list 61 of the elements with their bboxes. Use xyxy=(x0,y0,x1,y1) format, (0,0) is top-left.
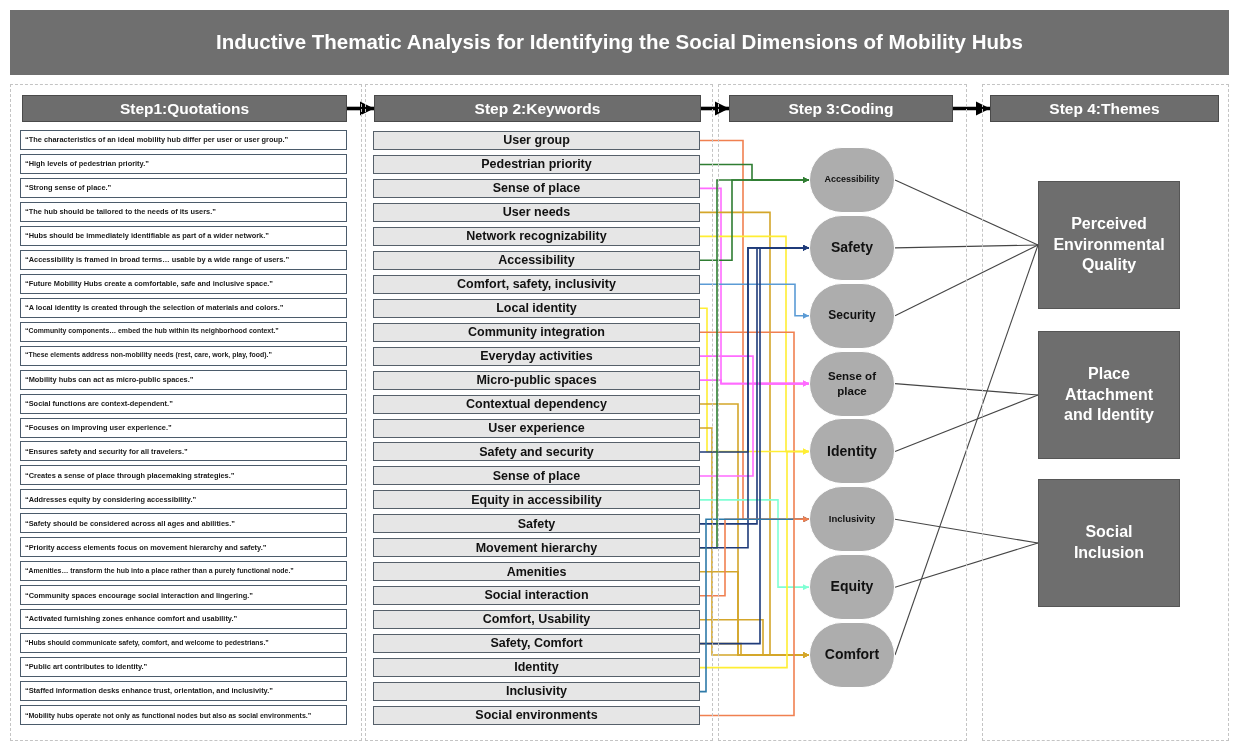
code-label: Safety xyxy=(831,239,873,257)
theme-label: Social Inclusion xyxy=(1072,522,1146,563)
keyword-box: Safety, Comfort xyxy=(373,634,700,654)
step-header: Step 4:Themes xyxy=(990,95,1219,122)
theme-label: Place Attachment and Identity xyxy=(1063,363,1155,426)
dashed-panel xyxy=(718,84,967,741)
arrow xyxy=(701,101,729,116)
connector-line xyxy=(894,383,1039,396)
code-label: Security xyxy=(828,308,876,324)
keyword-box: User group xyxy=(373,131,700,150)
connector-line xyxy=(894,179,1039,246)
keyword-box: Safety xyxy=(373,514,700,534)
keyword-box: Social interaction xyxy=(373,586,700,606)
code-label: Sense of place xyxy=(827,369,877,398)
keyword-box: User needs xyxy=(373,202,700,222)
code-label: Comfort xyxy=(824,646,880,664)
keyword-box: Sense of place xyxy=(373,466,700,486)
code-label: Identity xyxy=(827,442,877,461)
keyword-box: Comfort, safety, inclusivity xyxy=(373,274,700,294)
step-header: Step 2:Keywords xyxy=(374,95,701,122)
keyword-box: Network recognizability xyxy=(373,226,700,246)
keyword-box: User experience xyxy=(373,418,700,438)
theme-box xyxy=(1038,479,1180,607)
theme-box xyxy=(1038,181,1180,309)
code-label: Inclusivity xyxy=(828,513,876,526)
code-label: Accessibility xyxy=(824,174,880,186)
dashed-panel xyxy=(365,84,713,741)
theme-label: Perceived Environmental Quality xyxy=(1053,213,1165,276)
keyword-box: Local identity xyxy=(373,298,700,318)
keyword-box: Pedestrian priority xyxy=(373,154,700,174)
keyword-box: Movement hierarchy xyxy=(373,538,700,558)
keyword-box: Accessibility xyxy=(373,250,700,270)
keyword-box: Identity xyxy=(373,658,700,678)
keyword-box: Everyday activities xyxy=(373,346,700,366)
keyword-box: Inclusivity xyxy=(373,682,700,702)
arrow xyxy=(699,499,810,591)
keyword-box: Community integration xyxy=(373,322,700,342)
step-header: Step 3:Coding xyxy=(729,95,953,122)
keyword-box: Sense of place xyxy=(373,178,700,198)
arrow xyxy=(699,283,810,319)
connector-line xyxy=(894,244,1039,317)
keyword-box: Micro-public spaces xyxy=(373,370,700,390)
keyword-box: Social environments xyxy=(373,706,700,726)
connector-line xyxy=(894,542,1039,588)
arrow xyxy=(347,101,374,116)
connector-line xyxy=(894,518,1039,544)
keyword-box: Amenities xyxy=(373,562,700,582)
dashed-panel xyxy=(982,84,1229,741)
connector-line xyxy=(894,244,1039,249)
arrow xyxy=(699,380,810,477)
step-header: Step1:Quotations xyxy=(22,95,347,122)
theme-box xyxy=(1038,331,1180,459)
code-label: Equity xyxy=(830,578,874,596)
connector-line xyxy=(894,244,1039,656)
keyword-box: Contextual dependency xyxy=(373,394,700,414)
keyword-box: Safety and security xyxy=(373,442,700,462)
connector-line xyxy=(894,394,1039,452)
title-banner: Inductive Thematic Analysis for Identifying the Social Dimensions of Mobility Hubs xyxy=(10,10,1229,75)
keyword-box: Equity in accessibility xyxy=(373,490,700,510)
keyword-box: Comfort, Usability xyxy=(373,610,700,630)
dashed-panel xyxy=(10,84,362,741)
